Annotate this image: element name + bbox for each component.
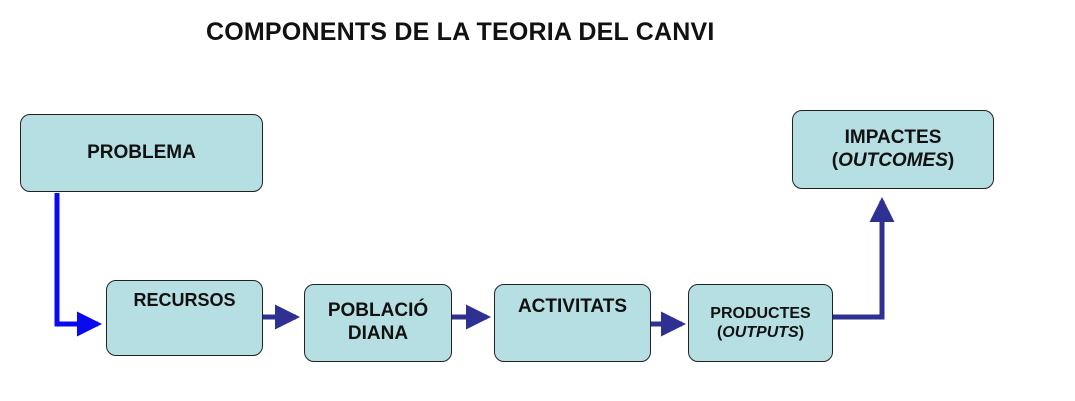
box-poblacio-diana: POBLACIÓ DIANA: [304, 284, 452, 362]
recursos-label: RECURSOS: [133, 290, 236, 310]
impactes-close-paren: ): [947, 149, 955, 171]
box-activitats: ACTIVITATS: [494, 284, 651, 362]
impactes-open-paren: (: [831, 149, 839, 171]
diagram-title: COMPONENTS DE LA TEORIA DEL CANVI: [206, 18, 715, 46]
problema-label: PROBLEMA: [87, 141, 196, 163]
arrow-problema-to-recursos: [54, 193, 103, 337]
impactes-label: IMPACTES: [844, 126, 942, 148]
poblacio-label-line1: POBLACIÓ: [327, 300, 429, 322]
productes-label: PRODUCTES: [710, 304, 811, 322]
activitats-label: ACTIVITATS: [517, 296, 628, 317]
impactes-outcomes-term: OUTCOMES: [838, 149, 948, 171]
box-impactes-outcomes: IMPACTES (OUTCOMES): [792, 110, 994, 189]
productes-open-paren: (: [716, 324, 723, 341]
box-recursos: RECURSOS: [106, 280, 263, 356]
poblacio-label-line2: DIANA: [347, 323, 409, 344]
arrow-productes-to-impactes: [833, 196, 895, 320]
box-problema: PROBLEMA: [20, 114, 263, 192]
productes-outputs-term: OUTPUTS: [722, 324, 799, 341]
box-productes-outputs: PRODUCTES (OUTPUTS): [688, 284, 833, 362]
impactes-sublabel: (OUTCOMES): [832, 150, 954, 173]
productes-close-paren: ): [798, 324, 805, 341]
productes-sublabel: (OUTPUTS): [717, 323, 804, 342]
